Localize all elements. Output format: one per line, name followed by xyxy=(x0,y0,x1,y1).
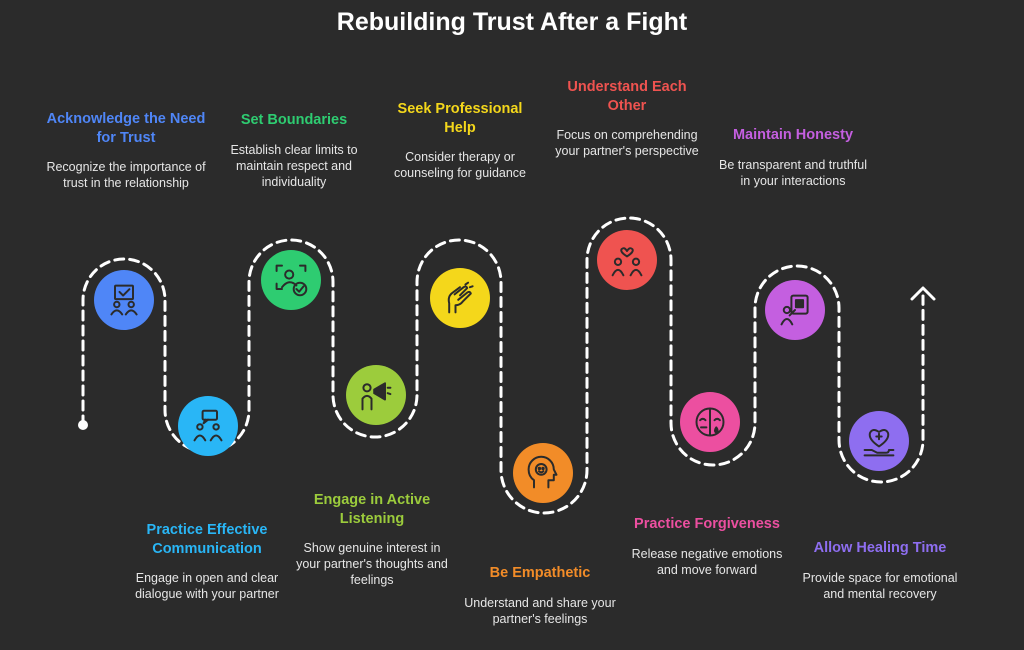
step-8-heading: Practice Forgiveness xyxy=(634,516,780,532)
step-4-node xyxy=(346,365,406,425)
megaphone-person-icon xyxy=(361,382,392,411)
step-8-node xyxy=(680,392,740,452)
step-5-label: Seek Professional Help Consider therapy … xyxy=(380,100,540,181)
step-7-heading: Understand Each Other xyxy=(567,79,687,114)
step-4-description: Show genuine interest in your partner's … xyxy=(296,541,448,587)
step-10-node xyxy=(849,411,909,471)
boundary-check-icon xyxy=(275,264,308,297)
step-6-node xyxy=(513,443,573,503)
path-start-dot xyxy=(78,420,88,430)
step-9-heading: Maintain Honesty xyxy=(732,127,854,143)
empathy-head-icon xyxy=(527,455,558,489)
step-1-description: Recognize the importance of trust in the… xyxy=(46,160,206,190)
step-10-label: Allow Healing Time Provide space for emo… xyxy=(800,539,960,602)
forgiveness-mind-icon xyxy=(695,407,725,437)
step-6-label: Be Empathetic Understand and share your … xyxy=(460,564,620,627)
step-5-heading: Seek Professional Help xyxy=(397,101,523,136)
presentation-people-icon xyxy=(110,284,138,316)
step-8-label: Practice Forgiveness Release negative em… xyxy=(627,515,787,578)
step-3-label: Set Boundaries Establish clear limits to… xyxy=(214,111,374,190)
step-2-heading: Practice Effective Communication xyxy=(146,522,268,557)
diagram-title: Rebuilding Trust After a Fight xyxy=(336,8,688,36)
step-1-node xyxy=(94,270,154,330)
step-3-heading: Set Boundaries xyxy=(240,112,348,128)
step-1-heading: Acknowledge the Need for Trust xyxy=(46,111,206,146)
step-9-description: Be transparent and truthful in your inte… xyxy=(718,157,867,188)
step-5-node xyxy=(430,268,490,328)
step-4-heading: Engage in Active Listening xyxy=(313,492,431,527)
step-6-description: Understand and share your partner's feel… xyxy=(464,595,616,626)
step-7-description: Focus on comprehending your partner's pe… xyxy=(555,128,699,158)
step-7-label: Understand Each Other Focus on comprehen… xyxy=(547,78,707,159)
step-2-label: Practice Effective Communication Engage … xyxy=(127,521,287,602)
step-6-heading: Be Empathetic xyxy=(489,565,591,581)
couple-heart-icon xyxy=(611,247,643,277)
step-3-node xyxy=(261,250,321,310)
dialogue-people-icon xyxy=(193,409,223,442)
path-end-arrow-icon xyxy=(910,286,936,301)
step-3-description: Establish clear limits to maintain respe… xyxy=(230,142,358,189)
step-4-label: Engage in Active Listening Show genuine … xyxy=(292,491,452,588)
step-5-description: Consider therapy or counseling for guida… xyxy=(393,150,527,180)
step-8-description: Release negative emotions and move forwa… xyxy=(631,546,783,577)
step-10-description: Provide space for emotional and mental r… xyxy=(802,570,958,601)
step-1-label: Acknowledge the Need for Trust Recognize… xyxy=(46,110,206,191)
truth-board-icon xyxy=(780,294,809,326)
step-9-node xyxy=(765,280,825,340)
healing-heart-icon xyxy=(863,428,895,457)
step-2-description: Engage in open and clear dialogue with y… xyxy=(135,571,279,601)
step-2-node xyxy=(178,396,238,456)
step-7-node xyxy=(597,230,657,290)
helping-hand-icon xyxy=(447,281,474,314)
step-10-heading: Allow Healing Time xyxy=(813,540,947,556)
step-9-label: Maintain Honesty Be transparent and trut… xyxy=(713,126,873,189)
